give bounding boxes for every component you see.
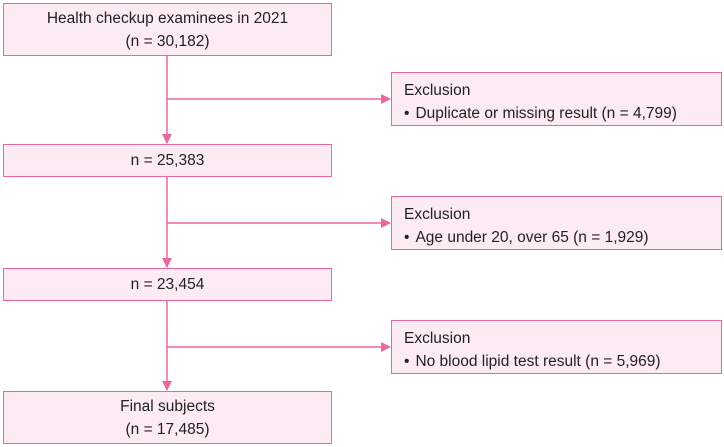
exclusion-box-age: Exclusion • Age under 20, over 65 (n = 1… bbox=[391, 196, 722, 250]
exclusion-item-text: Age under 20, over 65 (n = 1,929) bbox=[415, 229, 649, 246]
step-box-after-age: n = 23,454 bbox=[3, 268, 332, 301]
step-count: n = 25,383 bbox=[130, 152, 205, 169]
exclusion-title: Exclusion bbox=[404, 82, 471, 99]
bullet-icon: • bbox=[404, 105, 410, 122]
exclusion-item: • Duplicate or missing result (n = 4,799… bbox=[404, 102, 709, 125]
step-box-after-duplicates: n = 25,383 bbox=[3, 144, 332, 177]
step-label: Final subjects bbox=[120, 397, 215, 415]
step-box-final-subjects: Final subjects (n = 17,485) bbox=[3, 391, 332, 444]
exclusion-box-lipid: Exclusion • No blood lipid test result (… bbox=[391, 320, 722, 374]
exclusion-item-text: No blood lipid test result (n = 5,969) bbox=[415, 353, 661, 370]
exclusion-item: • No blood lipid test result (n = 5,969) bbox=[404, 350, 709, 373]
exclusion-title: Exclusion bbox=[404, 330, 471, 347]
step-box-examinees: Health checkup examinees in 2021 (n = 30… bbox=[3, 3, 332, 56]
exclusion-item-text: Duplicate or missing result (n = 4,799) bbox=[415, 105, 677, 122]
step-count: (n = 30,182) bbox=[125, 32, 210, 50]
bullet-icon: • bbox=[404, 229, 410, 246]
step-count: (n = 17,485) bbox=[125, 420, 210, 438]
exclusion-item: • Age under 20, over 65 (n = 1,929) bbox=[404, 226, 709, 249]
exclusion-title: Exclusion bbox=[404, 206, 471, 223]
step-count: n = 23,454 bbox=[130, 276, 205, 293]
step-label: Health checkup examinees in 2021 bbox=[46, 9, 289, 27]
exclusion-box-duplicate: Exclusion • Duplicate or missing result … bbox=[391, 72, 722, 126]
bullet-icon: • bbox=[404, 353, 410, 370]
